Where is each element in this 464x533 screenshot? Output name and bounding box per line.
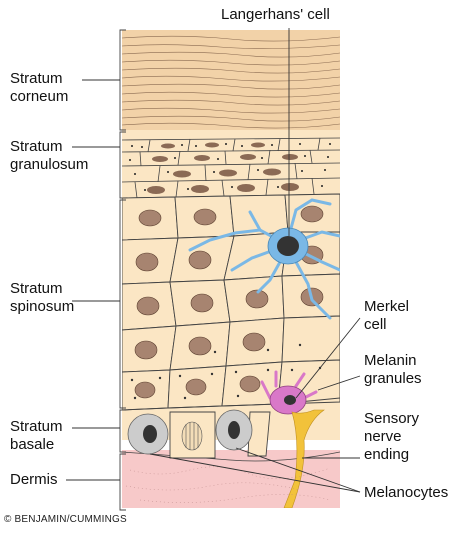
label-dermis: Dermis xyxy=(10,471,58,489)
copyright-credit: © BENJAMIN/CUMMINGS xyxy=(4,514,127,525)
label-stratum-spinosum: Stratum spinosum xyxy=(10,280,74,316)
label-stratum-basale: Stratum basale xyxy=(10,418,63,454)
label-langerhans-cell: Langerhans' cell xyxy=(221,6,330,24)
melanocyte-right xyxy=(216,410,252,450)
label-stratum-corneum: Stratum corneum xyxy=(10,70,68,106)
dividing-cell xyxy=(182,422,202,450)
label-melanocytes: Melanocytes xyxy=(364,484,448,502)
label-sensory-nerve-ending: Sensory nerve ending xyxy=(364,410,419,464)
melanocyte-left xyxy=(128,414,168,454)
label-merkel-cell: Merkel cell xyxy=(364,298,409,334)
tissue-layers xyxy=(122,30,340,510)
label-stratum-granulosum: Stratum granulosum xyxy=(10,138,88,174)
label-melanin-granules: Melanin granules xyxy=(364,352,422,388)
dermis-layer xyxy=(122,450,340,510)
